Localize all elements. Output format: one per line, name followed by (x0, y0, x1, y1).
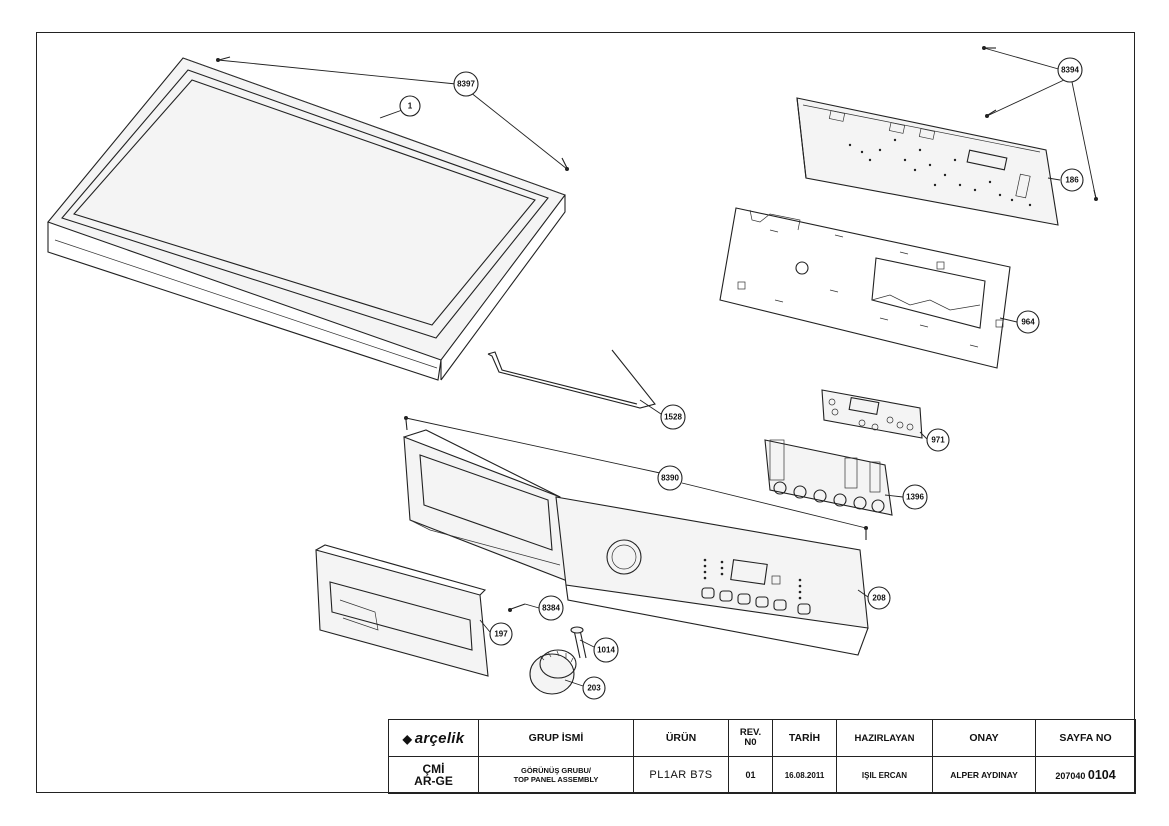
page-no-cell: 207040 0104 (1035, 756, 1136, 794)
screw-8384 (508, 603, 526, 612)
date-value: 16.08.2011 (772, 756, 837, 794)
approval-header: ONAY (932, 719, 1036, 757)
product-header: ÜRÜN (633, 719, 729, 757)
rev-no-value: 01 (728, 756, 773, 794)
button-carrier-1396-part (764, 439, 893, 516)
callout-208: 208 (867, 586, 891, 610)
title-block: ◆ arçelik GRUP İSMİ ÜRÜN REV. N0 TARİH H… (388, 719, 1136, 794)
insulation-sheet-part (719, 207, 1011, 369)
top-lid-part (47, 57, 566, 381)
console-panel-part (403, 429, 869, 656)
page-no-header: SAYFA NO (1035, 719, 1136, 757)
drawer-front-part (315, 544, 489, 677)
callout-1396-label: 1396 (906, 493, 924, 502)
callout-197: 197 (489, 622, 513, 646)
department-cell: ÇMİ AR-GE (388, 756, 479, 794)
callout-1-label: 1 (408, 102, 413, 111)
callout-8397: 8397 (453, 71, 479, 97)
prepared-by-value: IŞIL ERCAN (836, 756, 933, 794)
callout-971-label: 971 (931, 436, 945, 445)
switch-module-971-part (821, 389, 923, 439)
callout-1: 1 (399, 95, 421, 117)
callout-971: 971 (926, 428, 950, 452)
rev-no-header: REV. N0 (728, 719, 773, 757)
callout-1014: 1014 (593, 637, 619, 663)
brand-logo-cell: ◆ arçelik (388, 719, 479, 757)
product-value: PL1AR B7S (633, 756, 729, 794)
group-name-header: GRUP İSMİ (478, 719, 634, 757)
wire-rod-part (487, 349, 656, 409)
program-knob-part (529, 649, 577, 695)
department-line2: AR-GE (414, 774, 453, 788)
brand-name: arçelik (414, 729, 465, 747)
callout-8384: 8384 (538, 595, 564, 621)
callout-203-label: 203 (587, 684, 601, 693)
callout-208-label: 208 (872, 594, 886, 603)
callout-197-label: 197 (494, 630, 508, 639)
callout-186-label: 186 (1065, 176, 1079, 185)
callout-8394: 8394 (1057, 57, 1083, 83)
callout-203: 203 (582, 676, 606, 700)
callout-8390: 8390 (657, 465, 683, 491)
callout-8397-label: 8397 (457, 80, 475, 89)
department-line1: ÇMİ (422, 762, 445, 776)
callout-8384-label: 8384 (542, 604, 560, 613)
page-no-number: 0104 (1087, 768, 1116, 782)
callout-8390-label: 8390 (661, 474, 679, 483)
callout-964-label: 964 (1021, 318, 1035, 327)
callout-1014-label: 1014 (597, 646, 615, 655)
group-name-line1: GÖRÜNÜŞ GRUBU/ (520, 766, 591, 775)
brand-logo-icon: ◆ (402, 731, 412, 746)
callout-186: 186 (1060, 168, 1084, 192)
page-no-prefix: 207040 (1055, 771, 1086, 781)
callout-1396: 1396 (902, 484, 928, 510)
callout-1528-label: 1528 (664, 413, 682, 422)
callout-964: 964 (1016, 310, 1040, 334)
approval-value: ALPER AYDINAY (932, 756, 1036, 794)
date-header: TARİH (772, 719, 837, 757)
prepared-by-header: HAZIRLAYAN (836, 719, 933, 757)
knob-pin-part (570, 626, 587, 659)
callout-8394-label: 8394 (1061, 66, 1079, 75)
callout-1528: 1528 (660, 404, 686, 430)
group-name-line2: TOP PANEL ASSEMBLY (513, 775, 599, 784)
screw-8397-right (561, 157, 569, 171)
group-name-cell: GÖRÜNÜŞ GRUBU/ TOP PANEL ASSEMBLY (478, 756, 634, 794)
control-pcb-part (796, 97, 1059, 226)
